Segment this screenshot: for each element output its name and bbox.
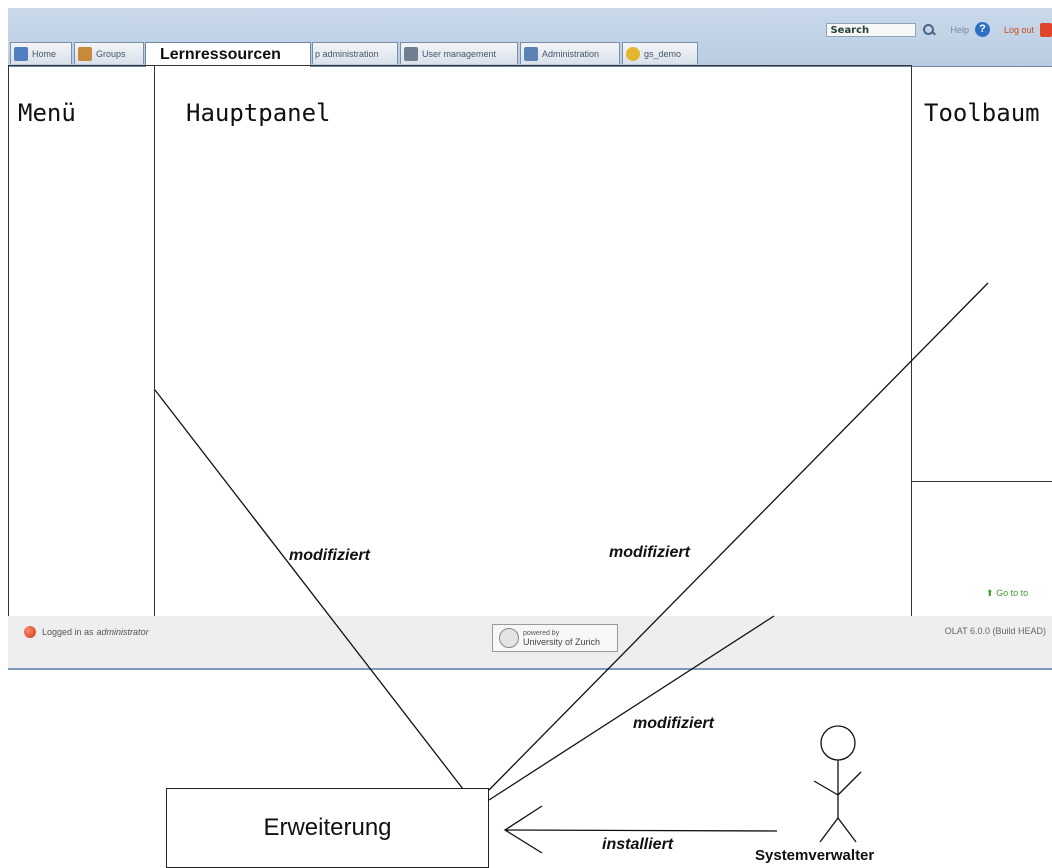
toolbox-label: Toolbaum bbox=[924, 99, 1040, 127]
groups-icon bbox=[78, 46, 92, 61]
tab-label: Home bbox=[32, 48, 57, 59]
extension-component: Erweiterung bbox=[166, 788, 489, 868]
powered-by-line2: University of Zurich bbox=[523, 637, 601, 647]
extension-label: Erweiterung bbox=[263, 814, 392, 841]
logged-in-prefix: Logged in as bbox=[42, 627, 94, 637]
tab-home[interactable]: Home bbox=[10, 42, 72, 64]
home-icon bbox=[14, 46, 28, 61]
edge-label-modifies-menu: modifiziert bbox=[289, 547, 370, 564]
main-panel-label: Hauptpanel bbox=[186, 99, 331, 127]
powered-by-badge[interactable]: powered by University of Zurich bbox=[492, 624, 618, 652]
edge-modifies-menu bbox=[154, 389, 464, 790]
tab-group-administration[interactable]: p administration bbox=[312, 42, 398, 64]
edge-label-modifies-footer: modifiziert bbox=[633, 715, 714, 732]
help-link[interactable]: Help bbox=[950, 24, 969, 35]
actor-stick-figure bbox=[813, 725, 862, 843]
logout-icon[interactable] bbox=[1040, 22, 1052, 37]
edge-modifies-footer bbox=[488, 615, 775, 801]
top-tools: Search Help ? Log out bbox=[826, 22, 1052, 37]
tab-label: p administration bbox=[315, 48, 379, 59]
tab-user-management[interactable]: User management bbox=[400, 42, 518, 64]
user-management-icon bbox=[404, 46, 418, 61]
edge-label-modifies-main: modifiziert bbox=[609, 544, 690, 561]
version-text: OLAT 6.0.0 (Build HEAD) bbox=[944, 626, 1046, 636]
go-to-top-label: Go to to bbox=[996, 588, 1029, 598]
tab-administration[interactable]: Administration bbox=[520, 42, 620, 64]
tab-groups[interactable]: Groups bbox=[74, 42, 144, 64]
user-icon bbox=[24, 626, 36, 638]
university-seal-icon bbox=[499, 628, 519, 648]
menu-label: Menü bbox=[18, 99, 76, 127]
arrowhead bbox=[503, 805, 543, 854]
bulb-icon bbox=[626, 46, 640, 61]
edge-modifies-main bbox=[488, 282, 989, 791]
powered-by-line1: powered by bbox=[523, 630, 560, 637]
tab-label: Groups bbox=[96, 48, 126, 59]
tab-gs-demo[interactable]: gs_demo bbox=[622, 42, 698, 64]
up-arrow-icon: ⬆ bbox=[986, 588, 994, 598]
logout-link[interactable]: Log out bbox=[1003, 24, 1034, 35]
actor-label: Systemverwalter bbox=[755, 847, 875, 864]
tab-label: gs_demo bbox=[644, 48, 682, 59]
go-to-top-link[interactable]: ⬆ Go to to bbox=[986, 588, 1028, 599]
toolbox-divider bbox=[911, 481, 1052, 482]
edge-label-installs: installiert bbox=[602, 836, 674, 853]
logged-in-user: administrator bbox=[96, 627, 149, 637]
edge-installs bbox=[504, 829, 778, 832]
search-input[interactable]: Search bbox=[826, 22, 917, 37]
tab-label: Administration bbox=[542, 48, 600, 59]
active-tab-label: Lernressourcen bbox=[160, 46, 281, 63]
search-icon[interactable] bbox=[922, 23, 936, 37]
tab-label: User management bbox=[422, 48, 497, 59]
tab-lernressourcen[interactable] bbox=[145, 42, 311, 67]
help-icon[interactable]: ? bbox=[974, 22, 990, 37]
administration-icon bbox=[524, 46, 538, 61]
